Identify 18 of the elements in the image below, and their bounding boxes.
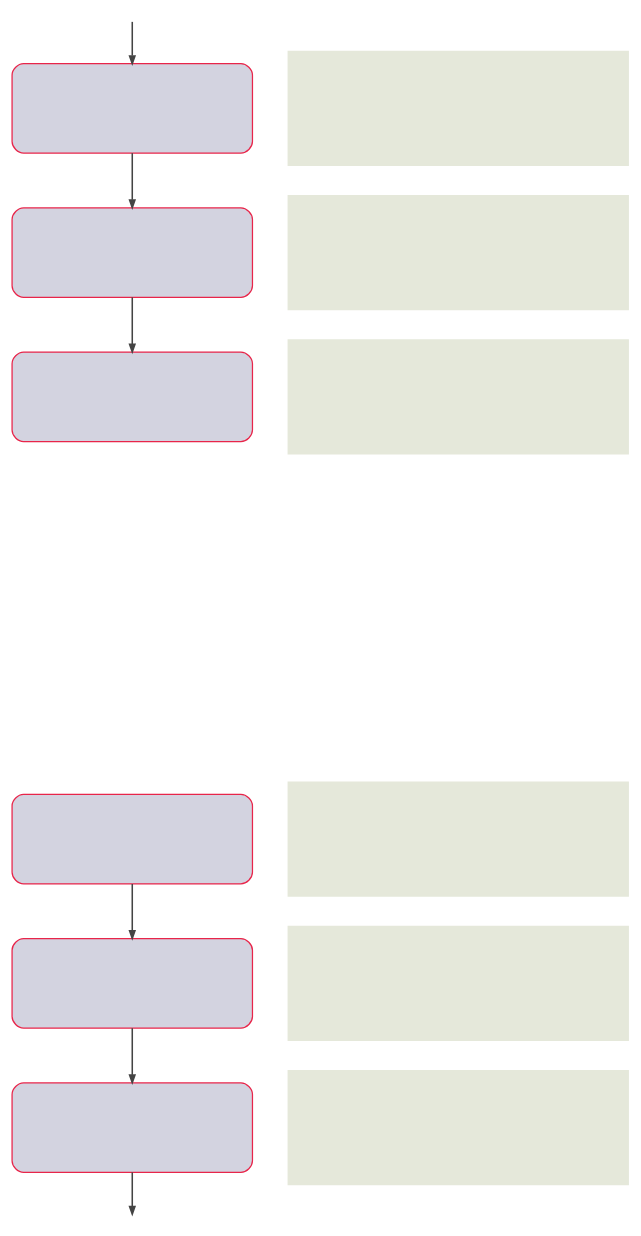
node-box [287,781,629,897]
node-box [11,1082,254,1173]
arrow [128,1027,137,1086]
arrow [128,1171,137,1217]
arrow [128,883,137,941]
node-box [287,1069,629,1186]
node-box [287,50,629,167]
node-box [11,938,254,1029]
node-box [11,63,254,154]
arrow [128,296,137,355]
node-box [287,194,629,311]
node-box [287,925,629,1042]
node-box [11,207,254,298]
arrow [128,152,137,210]
node-box [11,351,254,443]
node-box [287,339,629,455]
node-box [11,793,254,885]
arrow [128,21,137,66]
